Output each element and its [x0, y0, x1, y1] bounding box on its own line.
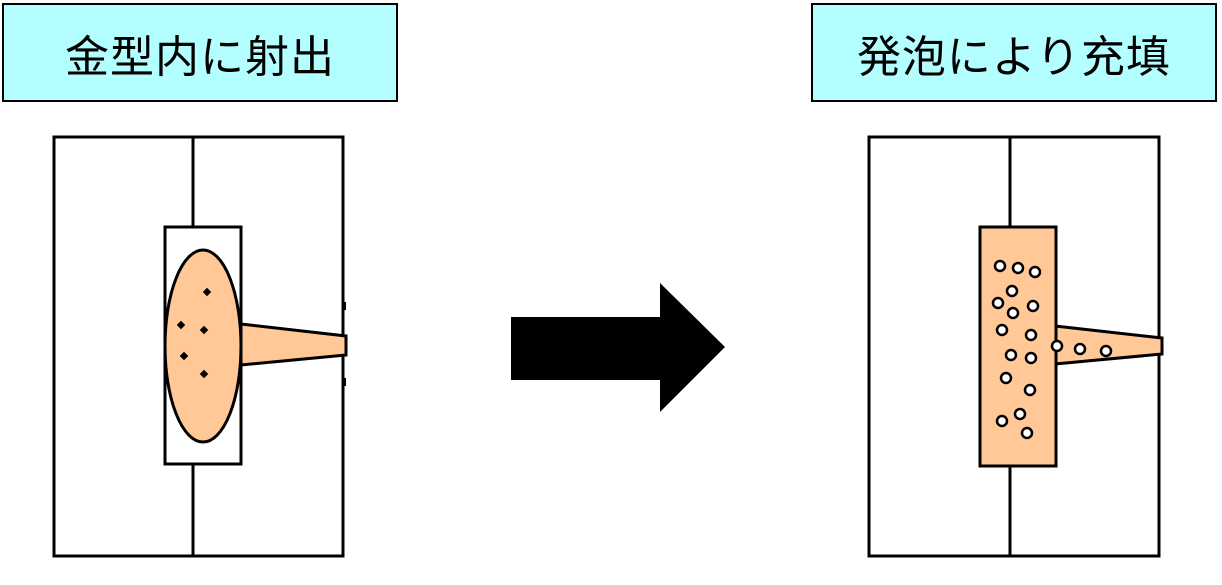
foam-bubble	[995, 323, 1009, 337]
foam-bubble	[991, 296, 1005, 310]
foam-bubble	[1011, 261, 1025, 275]
step-1-label-text: 金型内に射出	[65, 31, 335, 83]
mold-foamed	[867, 135, 1164, 558]
foam-bubble	[1099, 344, 1113, 358]
foam-bubble	[1020, 426, 1034, 440]
step-2-label-text: 発泡により充填	[856, 31, 1172, 83]
gas-particle	[202, 287, 212, 297]
right-arrow-icon	[511, 283, 725, 412]
foam-bubble	[1024, 328, 1038, 342]
foam-bubble	[1005, 284, 1019, 298]
injected-resin-blob	[163, 248, 243, 444]
mold-tick	[342, 378, 346, 386]
foam-bubble	[999, 371, 1013, 385]
step-2-label: 発泡により充填	[811, 3, 1217, 102]
foam-bubble	[1028, 265, 1042, 279]
foam-bubble	[993, 259, 1007, 273]
foam-bubble	[1023, 383, 1037, 397]
foam-bubble	[1026, 299, 1040, 313]
mold-tick	[342, 302, 346, 310]
foam-bubble	[1006, 306, 1020, 320]
foam-bubble	[995, 414, 1009, 428]
gas-particle	[199, 369, 209, 379]
gas-particle	[199, 325, 209, 335]
mold-injection	[52, 135, 348, 558]
gas-particles	[176, 287, 212, 379]
step-1-label: 金型内に射出	[2, 3, 398, 102]
foam-bubble	[1013, 407, 1027, 421]
gas-particle	[176, 320, 186, 330]
foam-bubble	[1073, 342, 1087, 356]
foam-bubble	[1004, 348, 1018, 362]
foam-bubble	[1024, 351, 1038, 365]
gas-particle	[179, 351, 189, 361]
foam-bubbles	[991, 259, 1113, 440]
foam-bubble	[1050, 339, 1064, 353]
